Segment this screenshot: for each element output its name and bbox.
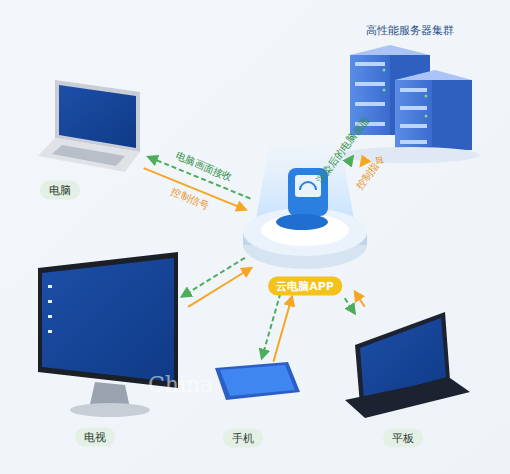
device-label: 手机 [223, 429, 263, 448]
device-node: 手机 [205, 360, 305, 448]
device-label: 平板 [383, 429, 423, 448]
signal-arrow [345, 298, 355, 313]
device-node: 电脑 [38, 78, 146, 203]
signal-arrow [273, 297, 292, 362]
device-label: 电视 [75, 428, 115, 447]
app-platform [243, 140, 367, 269]
device-node: 云电脑APP [248, 160, 363, 295]
phone [215, 362, 300, 400]
laptop [38, 80, 140, 172]
device-node: 高性能服务器集群 [340, 22, 480, 162]
signal-arrow [361, 164, 363, 166]
tablet [345, 312, 470, 418]
device-node: 平板 [340, 310, 470, 448]
device-label: 云电脑APP [268, 277, 342, 296]
server-cluster [340, 45, 480, 163]
signal-arrow [262, 293, 281, 358]
device-label: 高性能服务器集群 [357, 21, 463, 40]
signal-arrow [182, 258, 245, 297]
signal-arrow [355, 292, 365, 307]
signal-arrow [351, 156, 353, 158]
watermark: China [148, 372, 213, 397]
device-label: 电脑 [40, 181, 80, 200]
signal-arrow [188, 268, 251, 307]
device-node: 电视 [30, 252, 185, 447]
